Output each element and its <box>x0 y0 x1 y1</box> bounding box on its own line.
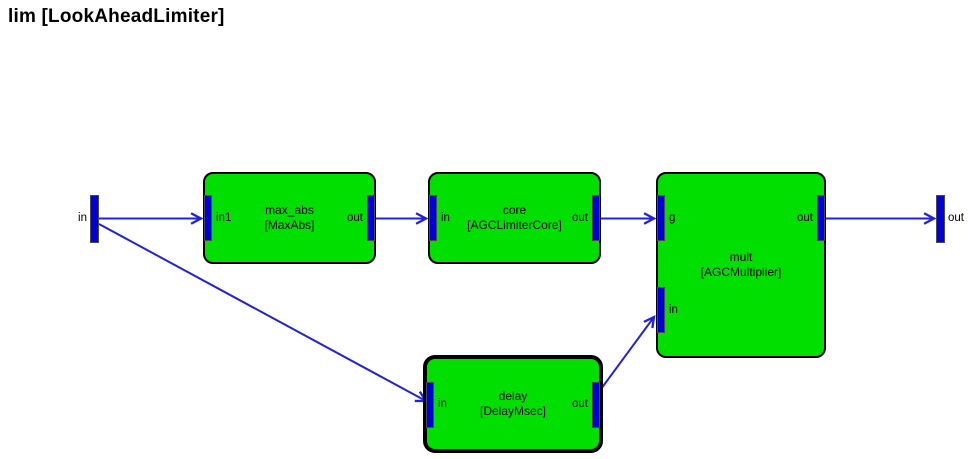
block-name-core: core <box>502 203 527 217</box>
block-label-delay: delay [DelayMsec] <box>427 359 599 449</box>
block-label-max-abs: max_abs [MaxAbs] <box>205 174 374 262</box>
external-output-label: out <box>948 212 964 224</box>
block-core[interactable]: in out core [AGCLimiterCore] <box>428 172 601 264</box>
block-type-mult: [AGCMultiplier] <box>700 265 782 279</box>
block-mult[interactable]: g in out mult [AGCMultiplier] <box>656 172 826 358</box>
port-label-delay-out: out <box>572 398 588 410</box>
port-mult-g[interactable] <box>657 195 665 241</box>
port-label-delay-in: in <box>438 398 447 410</box>
port-label-mult-out: out <box>797 212 813 224</box>
block-label-mult: mult [AGCMultiplier] <box>658 174 824 356</box>
wire-delay-to-mult-in[interactable] <box>600 317 654 390</box>
block-name-mult: mult <box>729 250 753 264</box>
port-label-mult-g: g <box>669 212 676 224</box>
port-delay-out[interactable] <box>592 382 600 428</box>
port-maxabs-out[interactable] <box>367 195 375 241</box>
port-mult-in[interactable] <box>657 287 665 333</box>
external-output-port[interactable] <box>936 195 945 243</box>
port-label-core-in: in <box>441 212 450 224</box>
external-input-label: in <box>78 212 87 224</box>
block-max-abs[interactable]: in1 out max_abs [MaxAbs] <box>203 172 376 264</box>
block-label-core: core [AGCLimiterCore] <box>430 174 599 262</box>
block-type-max-abs: [MaxAbs] <box>264 218 315 232</box>
block-delay[interactable]: in out delay [DelayMsec] <box>423 355 603 453</box>
block-type-delay: [DelayMsec] <box>479 404 547 418</box>
port-label-maxabs-out: out <box>347 212 363 224</box>
port-mult-out[interactable] <box>817 195 825 241</box>
port-maxabs-in1[interactable] <box>204 195 212 241</box>
page-title: lim [LookAheadLimiter] <box>8 6 225 27</box>
block-name-delay: delay <box>498 389 528 403</box>
port-label-core-out: out <box>572 212 588 224</box>
port-core-in[interactable] <box>429 195 437 241</box>
port-label-maxabs-in1: in1 <box>216 212 232 224</box>
port-delay-in[interactable] <box>426 382 434 428</box>
port-core-out[interactable] <box>592 195 600 241</box>
external-input-port[interactable] <box>90 195 99 243</box>
block-type-core: [AGCLimiterCore] <box>467 218 562 232</box>
block-name-max-abs: max_abs <box>265 203 314 217</box>
port-label-mult-in: in <box>669 304 678 316</box>
